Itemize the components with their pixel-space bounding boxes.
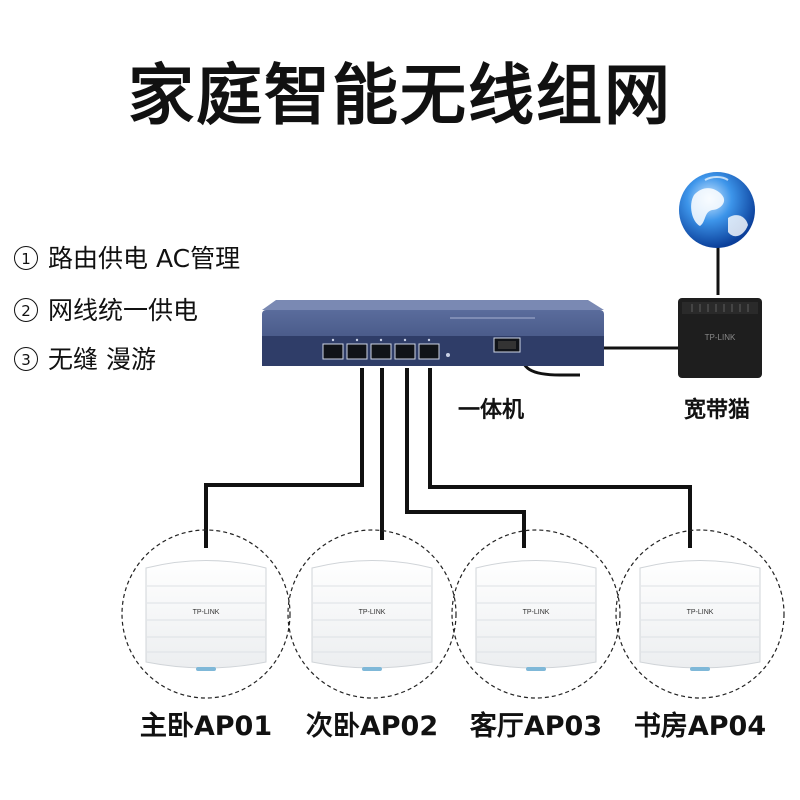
feature-number: 2 <box>14 298 38 322</box>
ap-label-1: 主卧AP01 <box>139 711 273 742</box>
ap-label-4: 书房AP04 <box>633 711 767 742</box>
ap-brand-logo: TP-LINK <box>359 609 386 616</box>
access-point-1: TP-LINK <box>121 529 291 699</box>
ap-label-2: 次卧AP02 <box>305 711 439 742</box>
modem-device: TP-LINK <box>678 298 762 378</box>
router-device <box>262 300 604 366</box>
feature-item-2: 2 网线统一供电 <box>14 296 198 326</box>
router-ports <box>322 343 440 360</box>
access-point-2: TP-LINK <box>287 529 457 699</box>
ap-brand-logo: TP-LINK <box>523 609 550 616</box>
page-title: 家庭智能无线组网 <box>128 57 672 134</box>
feature-number: 1 <box>14 246 38 270</box>
ap-brand-logo: TP-LINK <box>687 609 714 616</box>
feature-text: 路由供电 AC管理 <box>48 244 241 273</box>
feature-item-1: 1 路由供电 AC管理 <box>14 244 240 274</box>
feature-text: 网线统一供电 <box>48 296 199 325</box>
cable-ap04 <box>428 368 692 548</box>
cable-ap01 <box>204 368 364 548</box>
modem-label: 宽带猫 <box>684 398 751 423</box>
modem-brand-logo: TP-LINK <box>705 333 736 342</box>
ap-cables <box>204 368 692 548</box>
ap-brand-logo: TP-LINK <box>193 609 220 616</box>
cable-ap03 <box>405 368 526 548</box>
access-point-3: TP-LINK <box>451 529 621 699</box>
feature-number: 3 <box>14 347 38 371</box>
ap-label-3: 客厅AP03 <box>469 711 603 742</box>
internet-globe-icon <box>679 172 755 248</box>
feature-item-3: 3 无缝 漫游 <box>14 345 156 375</box>
router-label: 一体机 <box>458 398 525 423</box>
feature-text: 无缝 漫游 <box>48 345 156 374</box>
access-point-4: TP-LINK <box>615 529 785 699</box>
